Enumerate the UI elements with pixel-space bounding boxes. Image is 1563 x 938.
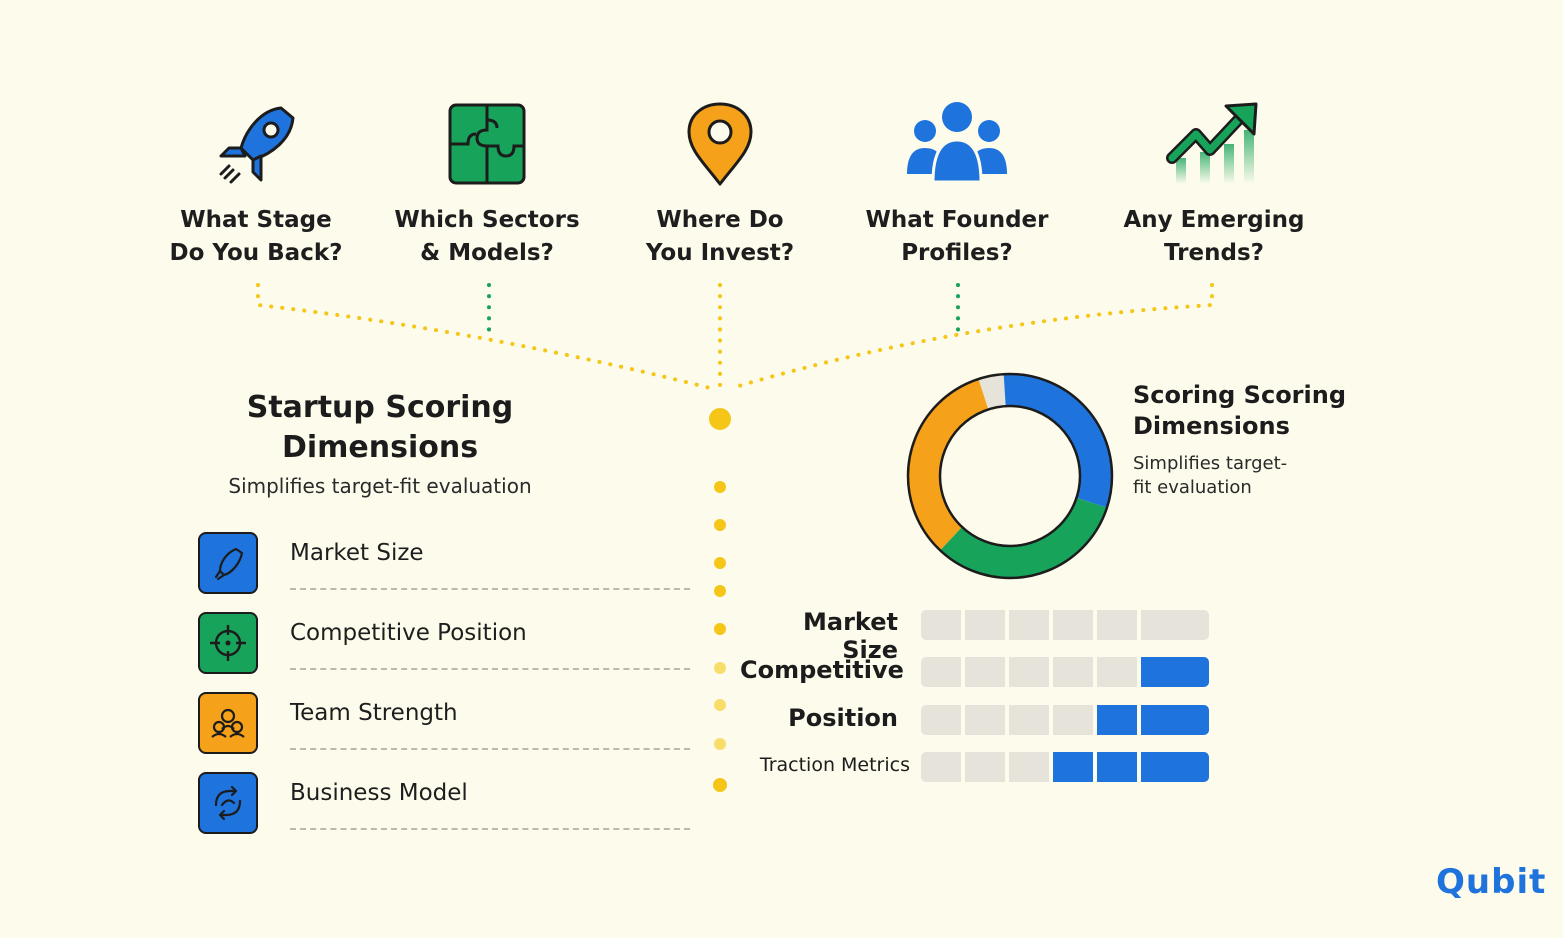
dimension-label: Business Model [290,780,468,806]
left-panel-subtitle: Simplifies target-fit evaluation [228,474,532,498]
divider [290,748,690,750]
bar-segment [1141,657,1209,687]
hub-dot [709,408,731,430]
dimension-label: Competitive Position [290,620,527,646]
bar-segment [1009,657,1049,687]
donut-hole [938,404,1082,548]
donut-segment [908,374,1112,578]
location-pin-icon [687,102,753,186]
bar-segment [921,705,961,735]
bar-segment [965,610,1005,640]
bar-segment [921,657,961,687]
bar-segment [921,610,961,640]
bar-segment [1009,705,1049,735]
bar-segment [1053,610,1093,640]
dimension-label: Market Size [290,540,424,566]
bar-segment [1141,752,1209,782]
bar-segment [965,657,1005,687]
rocket-outline-icon [198,532,258,594]
question-sectors: Which Sectors & Models? [377,100,597,270]
qubit-logo: Qubit [1436,862,1547,902]
dimension-team-strength: Team Strength [198,692,692,758]
dimension-label: Team Strength [290,700,458,726]
dimension-competitive-position: Competitive Position [198,612,692,678]
divider [290,588,690,590]
puzzle-icon [448,103,526,185]
donut-chart [906,372,1114,580]
divider [290,668,690,670]
bar-segment [1141,705,1209,735]
trend-arrow-icon [1166,102,1258,184]
donut-segment [908,374,1112,578]
question-trends: Any Emerging Trends? [1104,100,1324,270]
donut-outline [906,372,1114,580]
score-bar [921,752,1209,782]
question-founders: What Founder Profiles? [847,100,1067,270]
score-bar [921,657,1209,687]
bar-label-competitive: Competitive [740,656,904,684]
divider [290,828,690,830]
bar-segment [1097,610,1137,640]
bar-segment [1141,610,1209,640]
score-bar [921,705,1209,735]
bar-label-market-size: Market Size [803,608,898,664]
team-icon [198,692,258,754]
dimension-market-size: Market Size [198,532,692,598]
question-label: What Founder Profiles? [865,207,1049,266]
question-location: Where Do You Invest? [610,100,830,270]
bar-segment [1097,705,1137,735]
question-label: What Stage Do You Back? [169,207,343,266]
bar-segment [965,752,1005,782]
bar-segment [1097,657,1137,687]
bar-segment [1009,610,1049,640]
rocket-icon [219,106,295,184]
bar-segment [1053,752,1093,782]
left-panel-title: Startup Scoring Dimensions [246,390,514,465]
question-stage: What Stage Do You Back? [146,100,366,270]
dimension-business-model: Business Model [198,772,692,838]
question-label: Any Emerging Trends? [1123,207,1305,266]
bar-segment [1097,752,1137,782]
right-panel-title: Scoring Scoring Dimensions [1133,381,1347,440]
bar-label-traction-metrics: Traction Metrics [759,754,910,776]
people-icon [907,102,1007,184]
score-bar [921,610,1209,640]
bar-segment [1009,752,1049,782]
right-panel-subtitle: Simplifies target- fit evaluation [1133,453,1288,498]
question-label: Which Sectors & Models? [394,207,580,266]
cycle-icon [198,772,258,834]
bar-segment [921,752,961,782]
bar-label-position: Position [788,704,898,732]
bar-segment [1053,705,1093,735]
question-label: Where Do You Invest? [645,207,795,266]
bar-segment [1053,657,1093,687]
target-icon [198,612,258,674]
bar-segment [965,705,1005,735]
